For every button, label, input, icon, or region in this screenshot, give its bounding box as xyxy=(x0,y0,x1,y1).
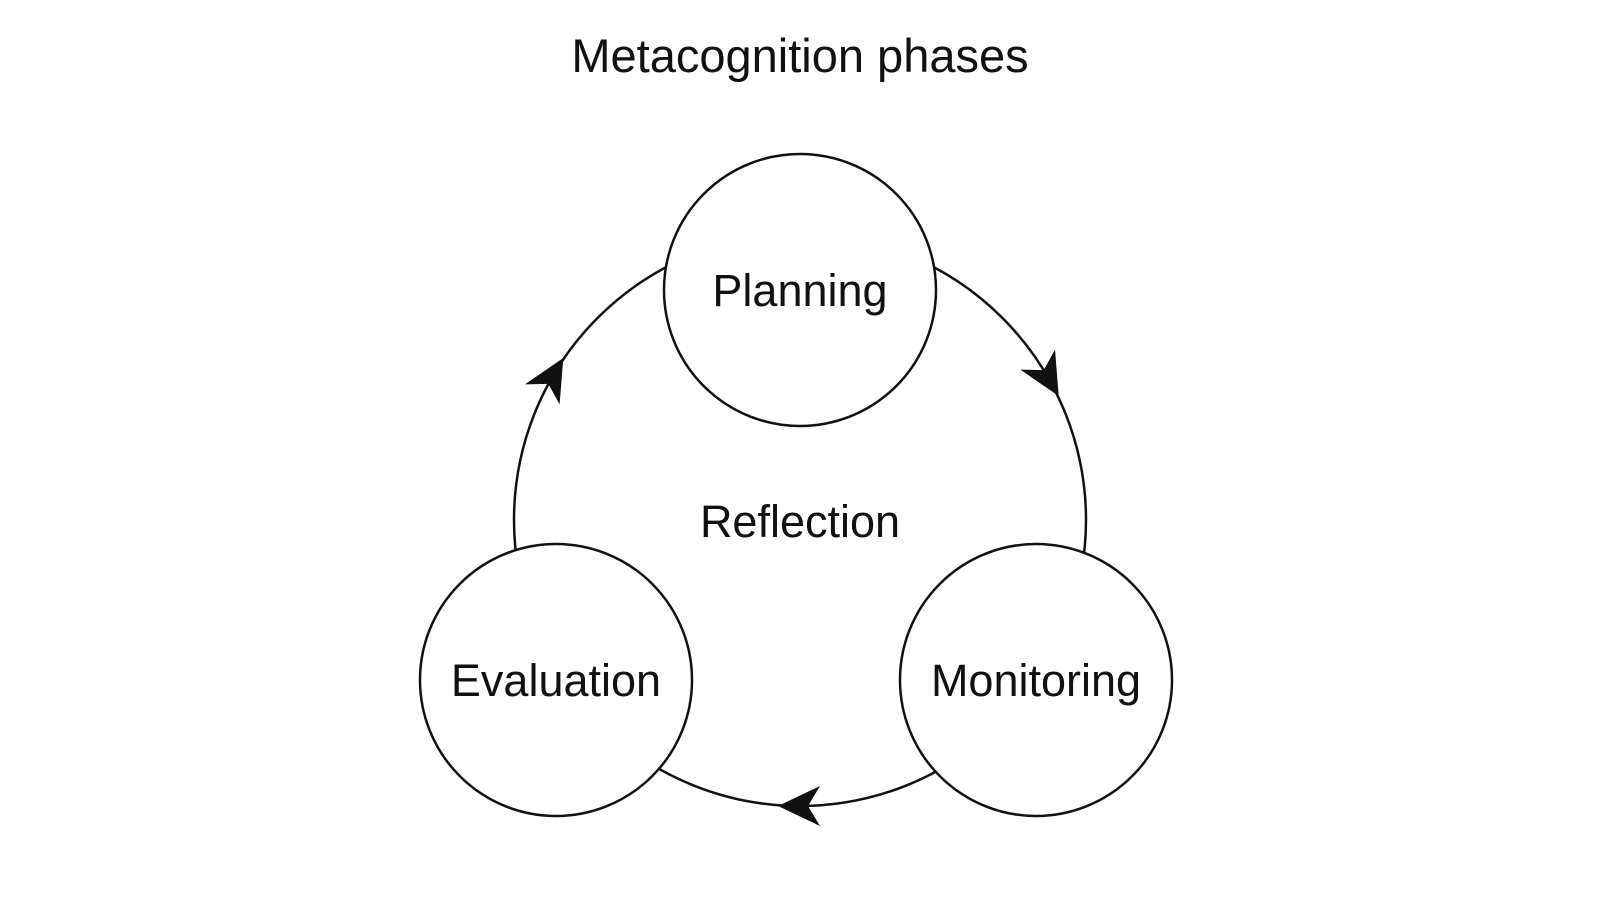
arrow-planning-to-monitoring xyxy=(1020,349,1059,397)
phase-label-evaluation: Evaluation xyxy=(451,655,661,706)
diagram-title: Metacognition phases xyxy=(571,29,1028,82)
phase-circle xyxy=(418,542,694,818)
arrow-evaluation-to-planning xyxy=(524,357,564,405)
phase-circle xyxy=(898,542,1174,818)
phase-node-planning: Planning xyxy=(662,152,938,428)
cycle-arrows xyxy=(524,349,1059,826)
phase-node-monitoring: Monitoring xyxy=(898,542,1174,818)
phase-label-planning: Planning xyxy=(712,265,887,316)
phase-label-monitoring: Monitoring xyxy=(931,655,1141,706)
phase-circle xyxy=(662,152,938,428)
phase-node-evaluation: Evaluation xyxy=(418,542,694,818)
center-label: Reflection xyxy=(700,496,900,547)
arrow-monitoring-to-evaluation xyxy=(778,786,820,826)
